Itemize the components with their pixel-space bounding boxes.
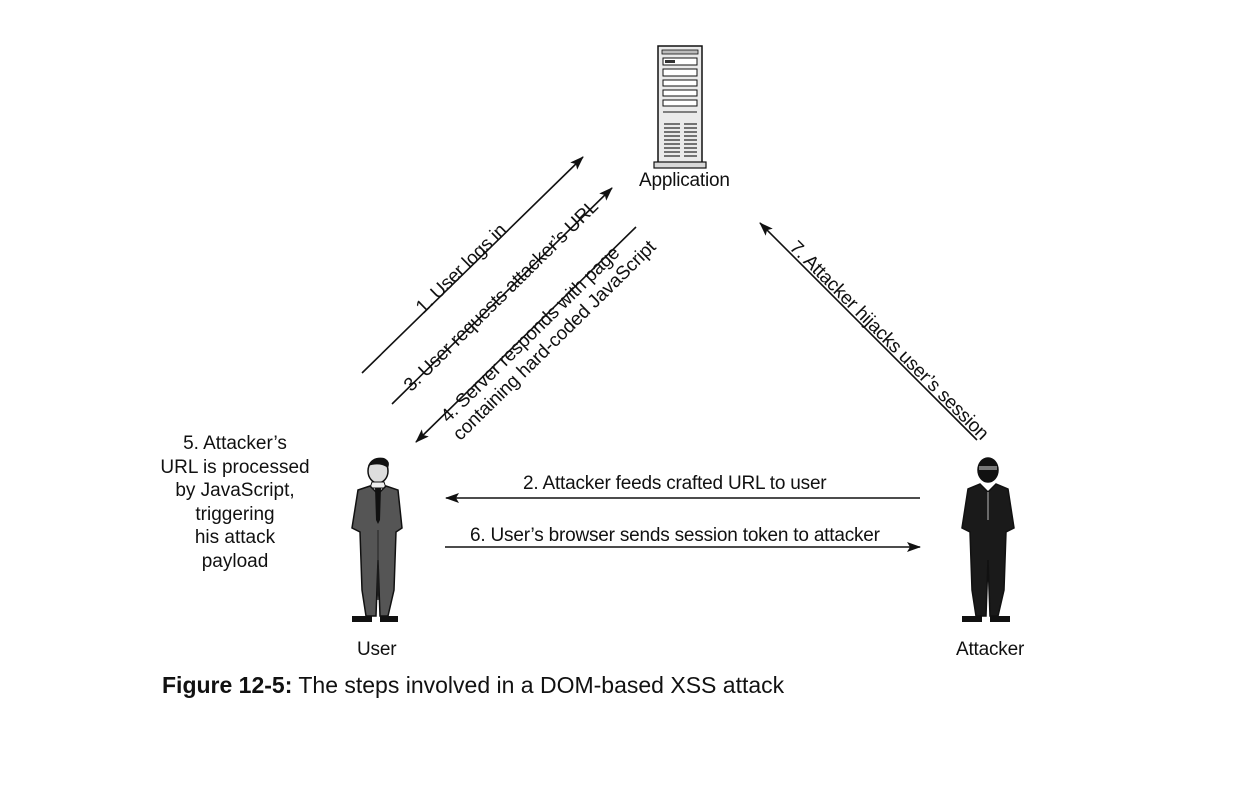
step5-line: payload: [201, 550, 269, 572]
step5-line: his attack: [194, 527, 276, 548]
application-label: Application: [639, 170, 730, 191]
step5-line: by JavaScript,: [175, 480, 295, 501]
arrow-step1: [361, 156, 584, 374]
attacker-figure-icon: [961, 457, 1015, 622]
step5-line: 5. Attacker’s: [183, 433, 287, 454]
user-label: User: [357, 639, 397, 660]
arrow-step7: [759, 222, 978, 441]
figure-number: Figure 12-5:: [162, 672, 293, 698]
step5-note: 5. Attacker’s URL is processed by JavaSc…: [150, 432, 320, 573]
figure-caption: Figure 12-5: The steps involved in a DOM…: [162, 672, 784, 699]
step2-label: 2. Attacker feeds crafted URL to user: [523, 473, 827, 494]
attacker-label: Attacker: [956, 639, 1025, 660]
arrow-step3: [391, 187, 613, 405]
figure-caption-text: The steps involved in a DOM-based XSS at…: [292, 672, 785, 698]
arrow-step4: [415, 226, 637, 443]
server-icon: [653, 45, 707, 169]
step6-label: 6. User’s browser sends session token to…: [470, 525, 880, 546]
step5-line: URL is processed: [160, 456, 310, 478]
user-figure-icon: [351, 457, 403, 622]
step5-line: triggering: [195, 503, 275, 525]
